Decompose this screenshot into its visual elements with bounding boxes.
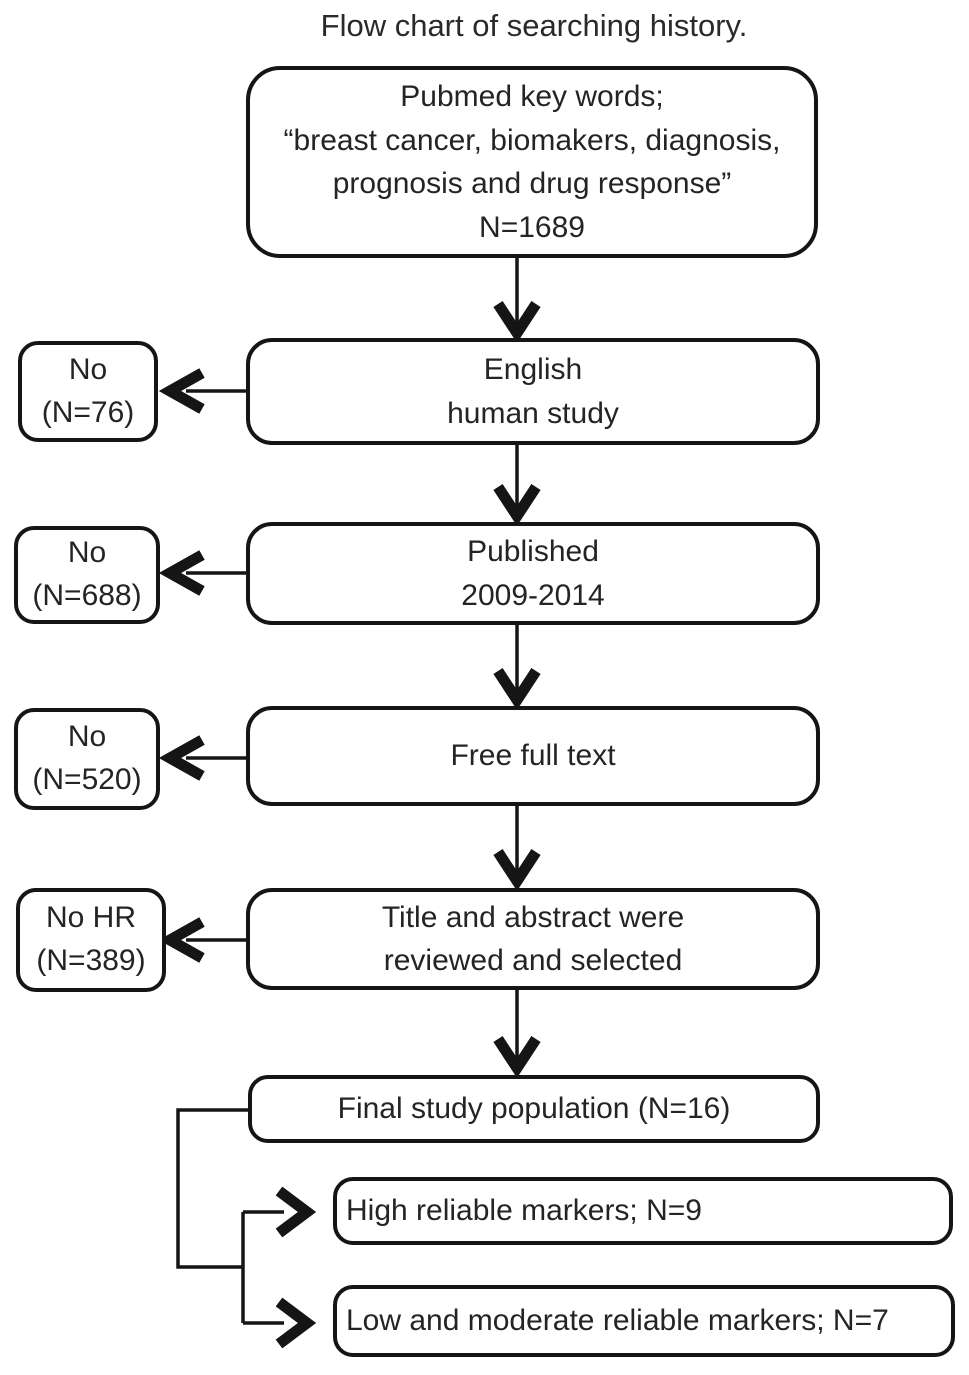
arrow-right-low-moderate [243, 1297, 317, 1349]
arrow-right-high-reliable [243, 1186, 317, 1238]
arrow-down-english-to-published [493, 443, 541, 527]
branch-connector [176, 1108, 248, 1323]
node-final-line-1: Final study population (N=16) [337, 1092, 731, 1126]
excluded-english-line-2: (N=76) [41, 395, 135, 429]
node-excluded-not-english: No (N=76) [18, 341, 158, 442]
arrow-left-no-published [158, 550, 246, 596]
node-english-human-study: English human study [246, 338, 820, 445]
arrow-down-freetext-to-review [493, 804, 541, 892]
node-pubmed-keywords-line-3: prognosis and drug response” [332, 167, 732, 200]
node-low-moderate-line-1: Low and moderate reliable markers; N=7 [346, 1304, 889, 1338]
node-excluded-not-published: No (N=688) [14, 526, 160, 624]
node-pubmed-keywords-line-2: “breast cancer, biomakers, diagnosis, [283, 123, 781, 157]
excluded-english-line-1: No [68, 352, 108, 386]
node-published-line-2: 2009-2014 [461, 578, 605, 612]
node-review-line-2: reviewed and selected [383, 944, 683, 977]
node-pubmed-keywords: Pubmed key words; “breast cancer, biomak… [246, 66, 818, 258]
arrow-left-no-freetext [158, 735, 246, 781]
excluded-freetext-line-2: (N=520) [32, 763, 142, 796]
node-published-line-1: Published [467, 535, 599, 568]
node-pubmed-keywords-line-4: N=1689 [479, 210, 585, 244]
node-free-full-text-line-1: Free full text [450, 739, 616, 773]
chart-title: Flow chart of searching history. [320, 8, 748, 43]
node-excluded-no-hr: No HR (N=389) [16, 888, 166, 992]
node-review-line-1: Title and abstract were [381, 900, 685, 934]
node-published-2009-2014: Published 2009-2014 [246, 522, 820, 625]
node-high-reliable-line-1: High reliable markers; N=9 [346, 1194, 702, 1228]
excluded-no-hr-line-1: No HR [45, 901, 136, 935]
excluded-no-hr-line-2: (N=389) [36, 944, 146, 977]
excluded-freetext-line-1: No [67, 720, 107, 754]
arrow-down-review-to-final [493, 988, 541, 1079]
excluded-published-line-1: No [67, 536, 107, 570]
arrow-down-keywords-to-english [493, 256, 541, 344]
node-low-moderate-markers: Low and moderate reliable markers; N=7 [333, 1285, 955, 1357]
excluded-published-line-2: (N=688) [32, 579, 142, 612]
node-pubmed-keywords-line-1: Pubmed key words; [400, 80, 664, 113]
node-title-abstract-review: Title and abstract were reviewed and sel… [246, 888, 820, 990]
node-english-line-1: English [483, 353, 583, 386]
node-english-line-2: human study [447, 396, 619, 430]
arrow-down-published-to-freetext [493, 623, 541, 711]
node-high-reliable-markers: High reliable markers; N=9 [333, 1177, 953, 1245]
arrow-left-no-english [158, 368, 246, 414]
node-excluded-no-free-text: No (N=520) [14, 708, 160, 810]
arrow-left-no-hr [158, 917, 246, 963]
node-free-full-text: Free full text [246, 706, 820, 806]
node-final-study-population: Final study population (N=16) [248, 1075, 820, 1143]
